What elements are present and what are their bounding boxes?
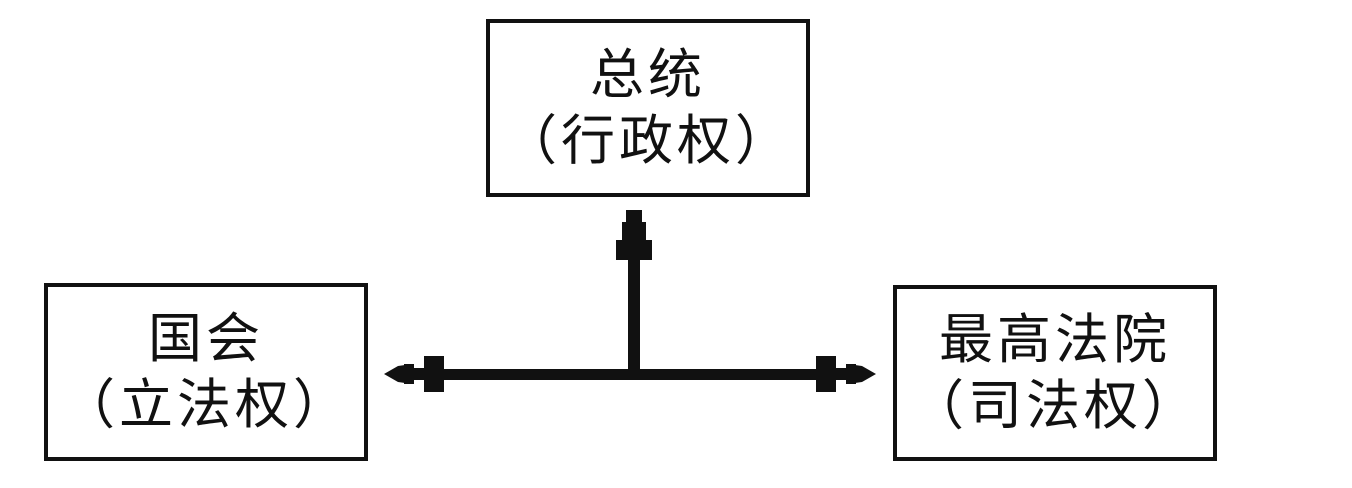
congress-power: （立法权） — [61, 373, 351, 436]
court-box: 最高法院 （司法权） — [893, 285, 1217, 461]
president-box: 总统 （行政权） — [486, 19, 810, 197]
court-power: （司法权） — [910, 374, 1200, 437]
vertical-connector-bar — [628, 250, 640, 375]
top-connector-cap — [616, 240, 652, 260]
left-connector-neck — [412, 368, 426, 380]
president-power: （行政权） — [503, 109, 793, 172]
left-connector-cap-inner — [424, 356, 444, 392]
right-connector-cap-inner — [816, 356, 836, 392]
top-connector-neck — [622, 222, 646, 242]
court-name: 最高法院 — [939, 308, 1171, 371]
right-connector-cap-outer — [846, 364, 856, 384]
congress-box: 国会 （立法权） — [44, 283, 368, 461]
top-connector-tip — [626, 210, 642, 224]
left-connector-cap-outer — [404, 364, 414, 384]
congress-name: 国会 — [148, 307, 264, 370]
right-connector-neck — [834, 368, 848, 380]
president-name: 总统 — [590, 43, 706, 106]
